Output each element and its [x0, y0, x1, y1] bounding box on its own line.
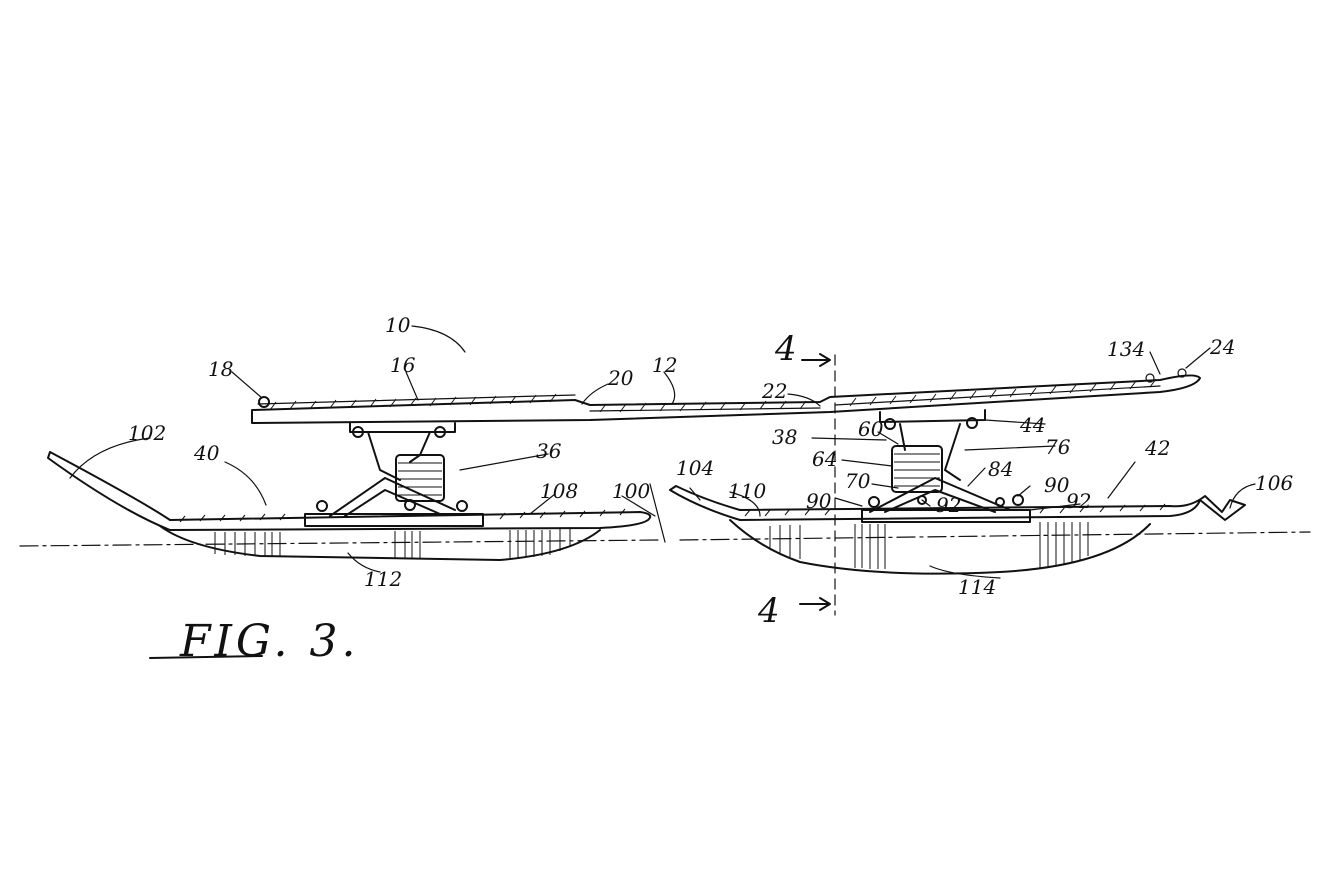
ref-92-right: 92 [1066, 489, 1091, 513]
ref-16: 16 [390, 353, 416, 377]
ref-104: 104 [676, 456, 714, 480]
ref-36: 36 [536, 439, 562, 463]
ref-100: 100 [612, 479, 650, 503]
ref-110: 110 [728, 479, 766, 503]
ref-64: 64 [812, 447, 837, 471]
ref-20: 20 [607, 366, 634, 390]
section-line: 4 4 [757, 329, 835, 631]
ground-line [20, 532, 1310, 546]
ref-44: 44 [1019, 413, 1045, 437]
ref-114: 114 [958, 575, 996, 599]
ref-38: 38 [772, 425, 797, 449]
ref-108: 108 [540, 479, 578, 503]
ref-12: 12 [652, 353, 677, 377]
ref-106: 106 [1255, 471, 1293, 495]
ref-112: 112 [364, 567, 402, 591]
ref-84: 84 [988, 457, 1013, 481]
front-truck [305, 423, 483, 526]
ref-70: 70 [845, 469, 871, 493]
ref-90-left: 90 [806, 489, 832, 513]
section-mark-top: 4 [774, 329, 797, 369]
ref-76: 76 [1045, 435, 1071, 459]
ref-40: 40 [193, 441, 220, 465]
ref-18: 18 [208, 357, 233, 381]
ref-134: 134 [1107, 337, 1145, 361]
front-ski [48, 452, 650, 560]
ref-60: 60 [858, 417, 884, 441]
ref-22: 22 [761, 379, 787, 403]
ref-24: 24 [1209, 335, 1235, 359]
deck [252, 369, 1200, 423]
ref-92-left: 92 [936, 493, 961, 517]
ref-102: 102 [128, 421, 166, 445]
ref-10: 10 [385, 313, 411, 337]
section-mark-bottom: 4 [757, 591, 780, 631]
ref-42: 42 [1144, 436, 1170, 460]
figure-label: FIG. 3. [179, 616, 359, 667]
